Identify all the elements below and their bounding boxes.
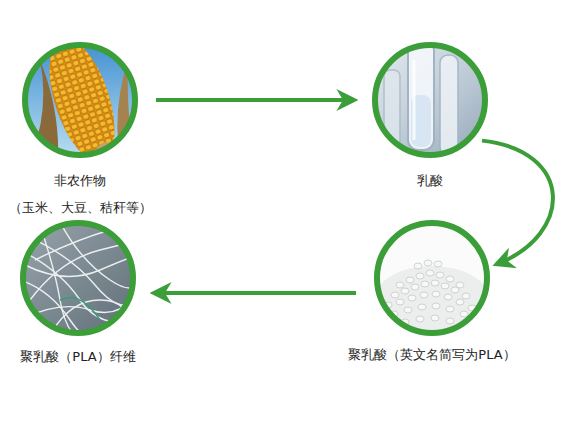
corn-picture (20, 31, 140, 169)
node-label: 聚乳酸（PLA）纤维 (18, 349, 137, 365)
node-label: 聚乳酸（英文名简写为PLA） (346, 347, 517, 363)
flow-arrow (156, 98, 354, 102)
material-circle: 聚乳酸（PLA）纤维 (20, 220, 136, 336)
flow-arrow (154, 291, 356, 295)
node-label: （玉米、大豆、秸秆等） (7, 200, 154, 216)
flow-arrow (482, 141, 553, 265)
pla-fiber-picture (18, 218, 140, 343)
node-label: 非农作物 (52, 173, 108, 189)
material-circle: 聚乳酸（英文名简写为PLA） (374, 220, 490, 336)
material-circle: 乳酸 (372, 42, 488, 158)
node-label: 乳酸 (415, 173, 445, 189)
lactic-acid-picture (370, 40, 490, 160)
pla-granules-picture (372, 218, 492, 338)
material-circle: 非农作物（玉米、大豆、秸秆等） (22, 42, 138, 158)
